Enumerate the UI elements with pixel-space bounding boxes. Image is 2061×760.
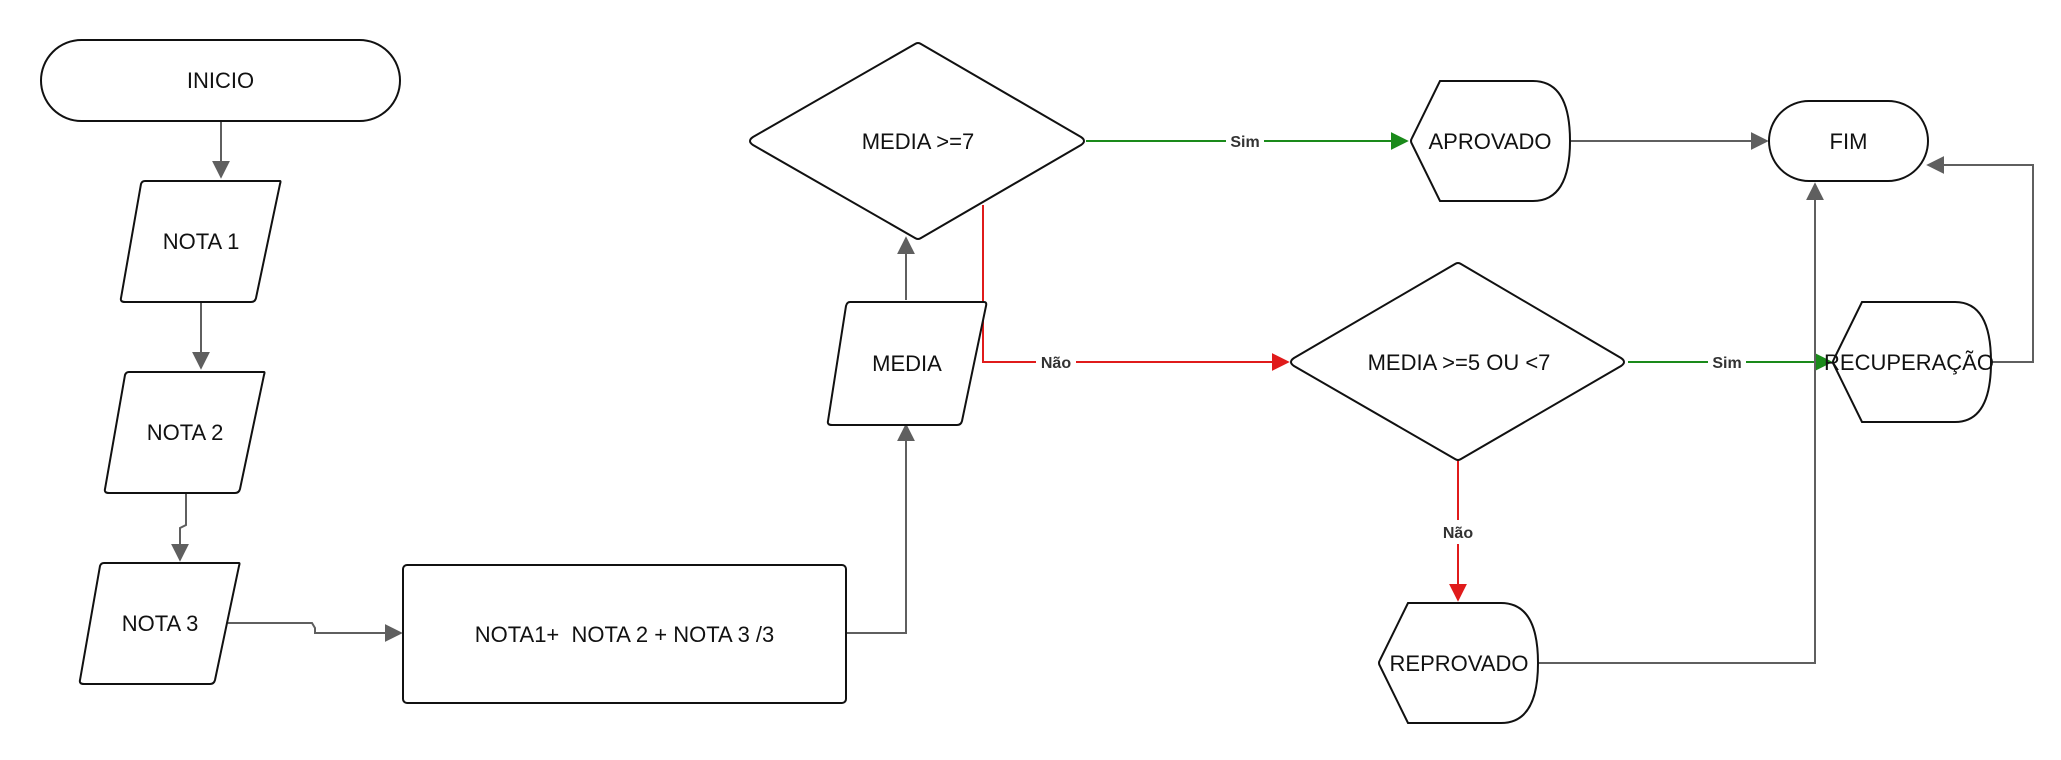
edge-label-d1-yes-text: Sim [1230, 134, 1259, 151]
node-inicio-shape [40, 39, 401, 122]
node-decision1-shape [749, 42, 1085, 240]
node-recuperacao-label: RECUPERAÇÃO [1824, 350, 1994, 375]
edge-calc-to-media [846, 423, 915, 634]
node-nota3[interactable]: NOTA 3 [78, 562, 241, 685]
node-nota1-shape [119, 180, 282, 303]
edge-label-d2-no-text: Não [1443, 525, 1473, 542]
node-decision1[interactable]: MEDIA >=7 [749, 42, 1085, 240]
node-recuperacao[interactable]: RECUPERAÇÃO [1824, 301, 1994, 423]
edge-label-d2-no: Não [1438, 520, 1478, 544]
node-inicio-label: INICIO [187, 68, 254, 93]
node-decision2-shape [1290, 262, 1625, 461]
edge-recuperacao-to-fim [1926, 156, 2034, 363]
node-nota2-shape [103, 371, 266, 494]
edge-nota2-to-nota3 [171, 493, 189, 562]
edge-label-d2-yes: Sim [1708, 350, 1746, 374]
node-fim[interactable]: FIM [1768, 100, 1929, 182]
edge-decision1-no [982, 205, 1290, 371]
node-decision2-label: MEDIA >=5 OU <7 [1368, 350, 1551, 375]
node-reprovado[interactable]: REPROVADO [1378, 602, 1540, 724]
node-aprovado[interactable]: APROVADO [1410, 80, 1572, 202]
node-fim-shape [1768, 100, 1929, 182]
node-calc[interactable]: NOTA1+ NOTA 2 + NOTA 3 /3 [402, 564, 847, 704]
node-aprovado-label: APROVADO [1428, 129, 1551, 154]
node-nota3-label: NOTA 3 [122, 611, 199, 636]
node-aprovado-shape [1410, 80, 1572, 202]
node-calc-shape [402, 564, 847, 704]
node-nota2[interactable]: NOTA 2 [103, 371, 266, 494]
node-nota1[interactable]: NOTA 1 [119, 180, 282, 303]
nodes: INICIO NOTA 1 NOTA 2 NOTA 3 NOTA1+ NOTA … [40, 39, 1994, 724]
node-decision2[interactable]: MEDIA >=5 OU <7 [1290, 262, 1625, 461]
node-reprovado-label: REPROVADO [1390, 651, 1529, 676]
node-reprovado-shape [1378, 602, 1540, 724]
edge-labels: Sim Não Sim Não [1036, 129, 1746, 544]
node-nota1-label: NOTA 1 [163, 229, 240, 254]
node-decision1-label: MEDIA >=7 [862, 129, 975, 154]
node-fim-label: FIM [1830, 129, 1868, 154]
edge-label-d1-no: Não [1036, 350, 1076, 374]
node-recuperacao-shape [1832, 301, 1993, 423]
node-calc-label: NOTA1+ NOTA 2 + NOTA 3 /3 [475, 622, 775, 647]
edges [171, 121, 2034, 664]
node-nota3-shape [78, 562, 241, 685]
edge-label-d1-yes: Sim [1226, 129, 1264, 153]
edge-label-d2-yes-text: Sim [1712, 355, 1741, 372]
node-media-shape [826, 301, 988, 426]
node-media[interactable]: MEDIA [826, 301, 988, 426]
node-inicio[interactable]: INICIO [40, 39, 401, 122]
node-nota2-label: NOTA 2 [147, 420, 224, 445]
node-media-label: MEDIA [872, 351, 942, 376]
edge-nota3-to-calc [228, 622, 403, 642]
edge-reprovado-to-fim [1538, 182, 1824, 664]
edge-label-d1-no-text: Não [1041, 355, 1071, 372]
